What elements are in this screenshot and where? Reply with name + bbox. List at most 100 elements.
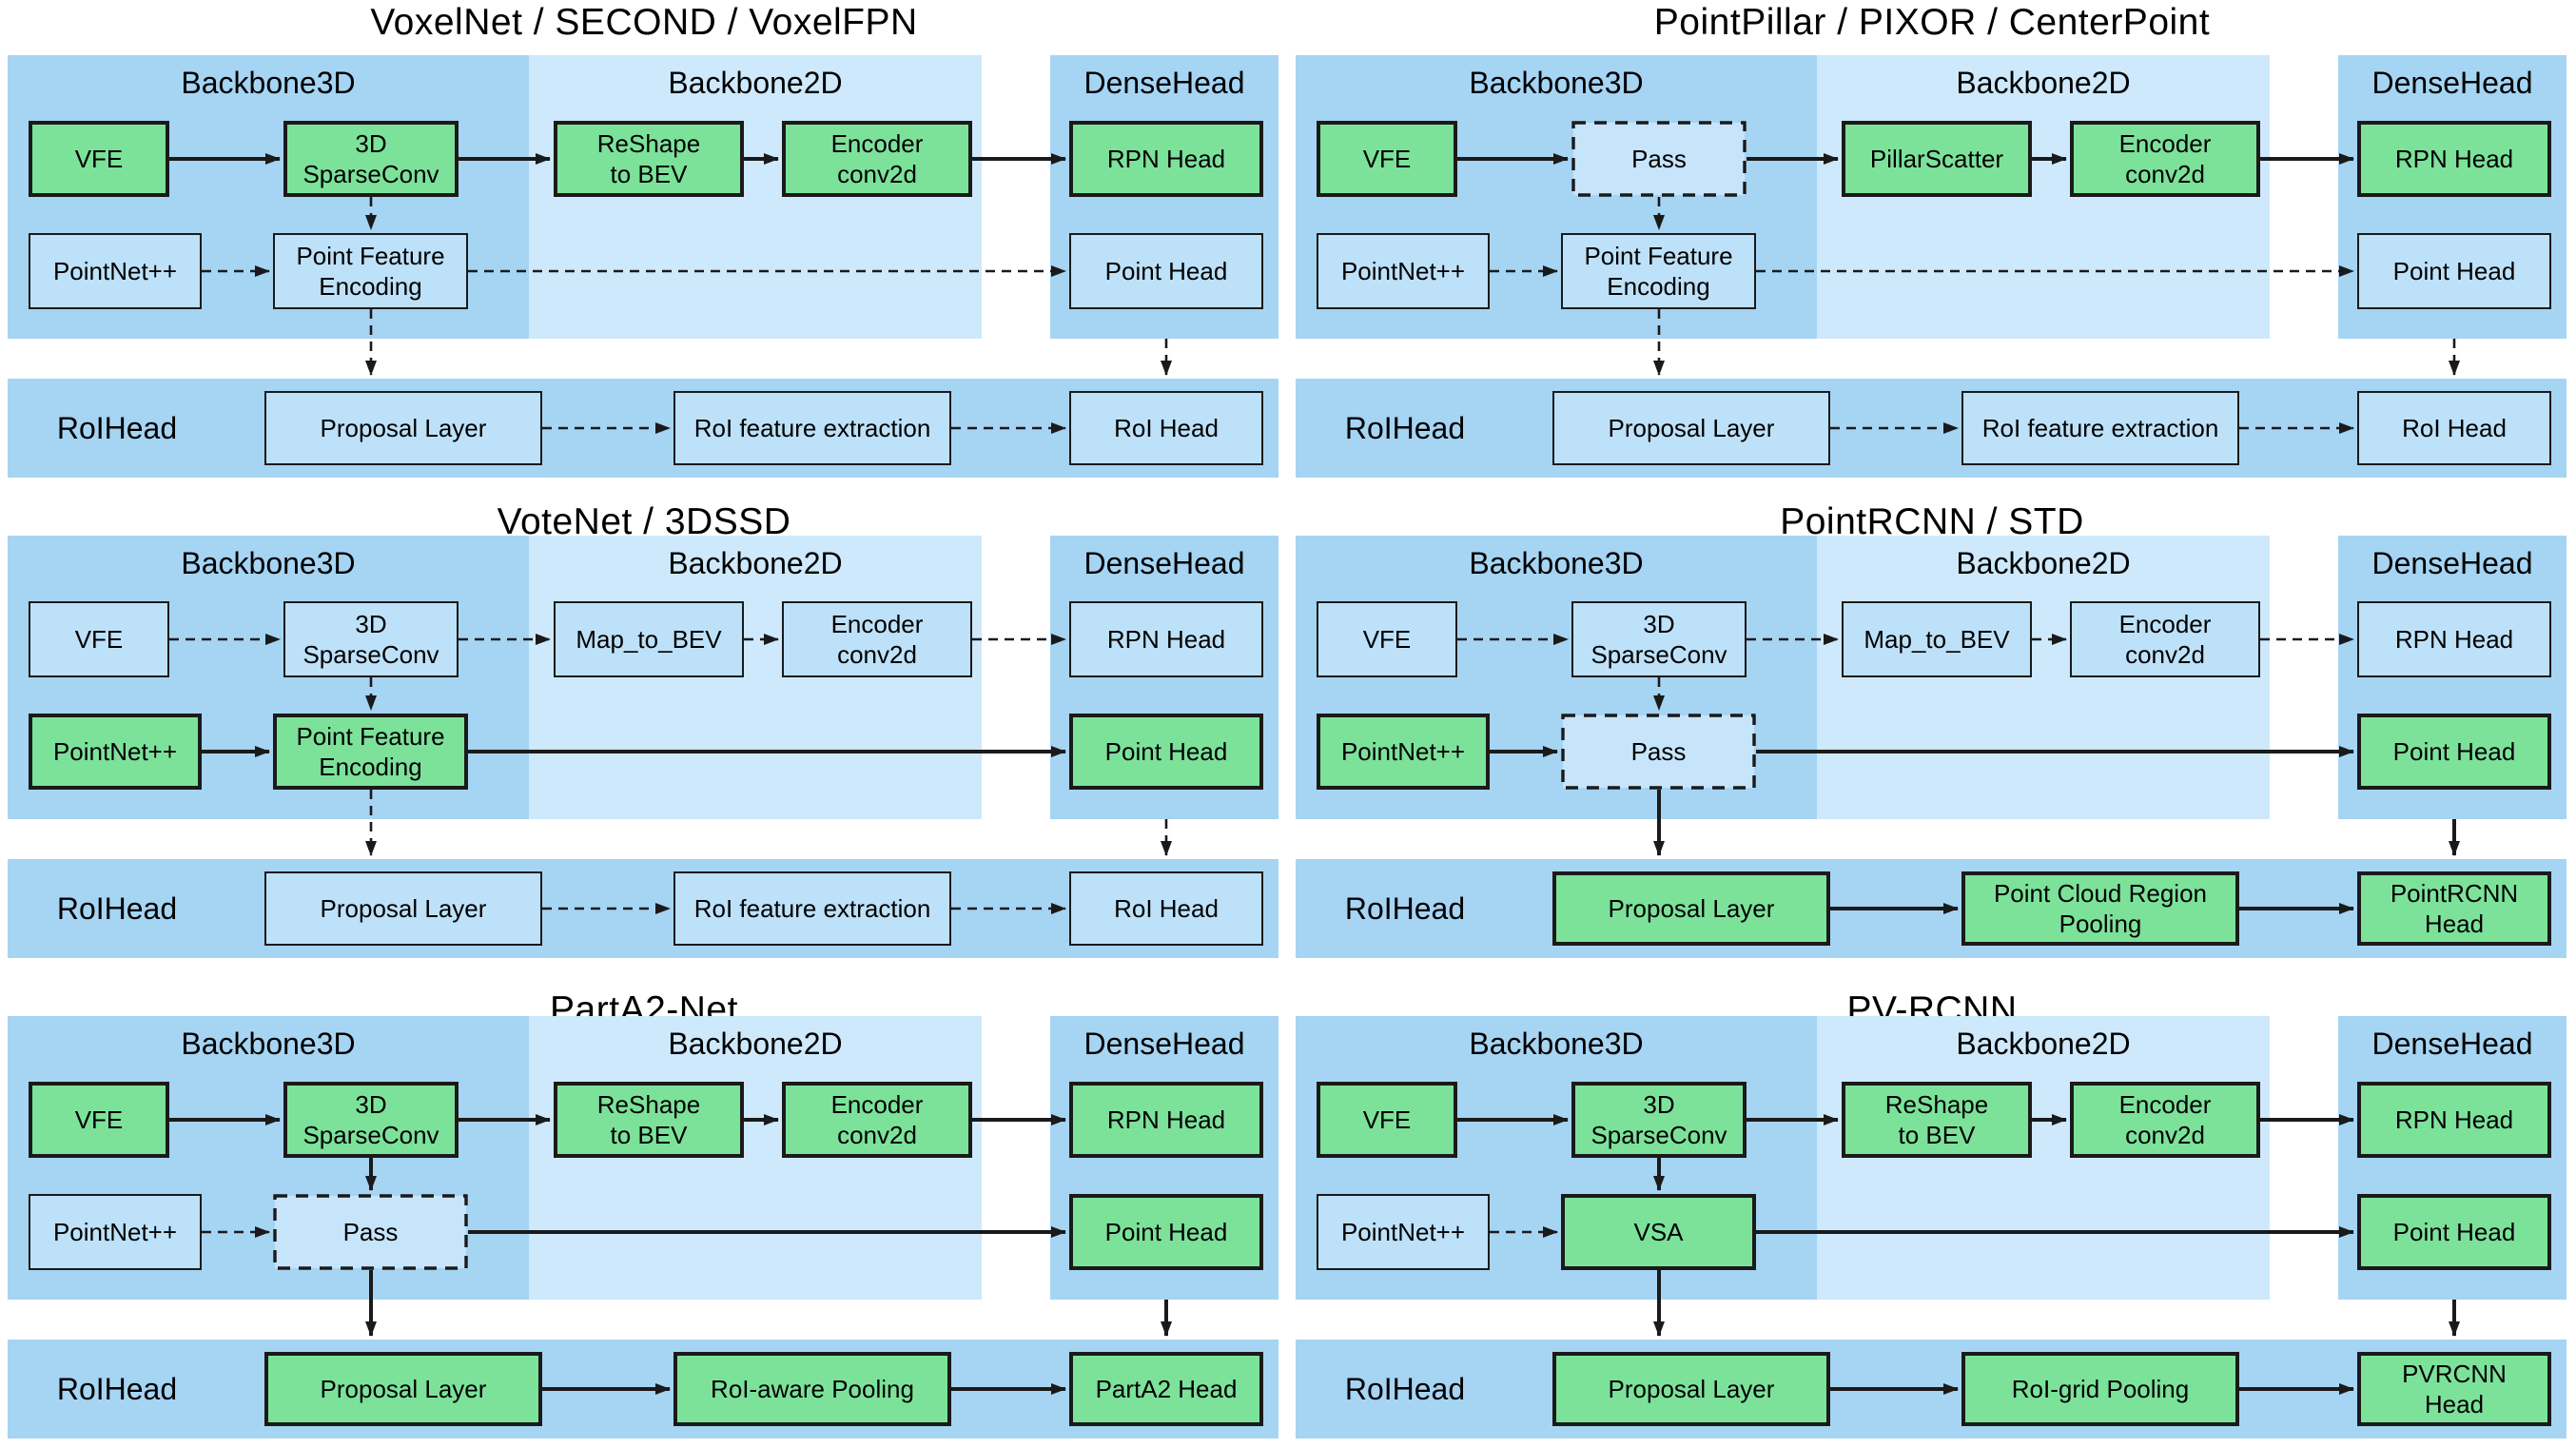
box-point-head: Point Head: [1069, 233, 1263, 309]
box-pointnet: PointNet++: [29, 233, 202, 309]
panel-title: PointRCNN / STD: [1780, 501, 2084, 542]
arrows-layer: [1457, 634, 2460, 914]
box-encoder-conv2d: Encoder conv2d: [782, 1082, 972, 1158]
panel-votenet-3dssd: VoteNet / 3DSSD Backbone3D Backbone2D De…: [0, 480, 1288, 968]
backbone3d-label: Backbone3D: [181, 546, 356, 580]
box-vfe: VFE: [1317, 601, 1457, 677]
roihead-label: RoIHead: [56, 1372, 178, 1406]
backbone3d-label: Backbone3D: [1469, 1027, 1644, 1061]
box-proposal-layer: Proposal Layer: [264, 391, 542, 465]
box-roi-feature-extraction: RoI feature extraction: [673, 391, 951, 465]
backbone2d-label: Backbone2D: [668, 66, 843, 100]
box-proposal-layer: Proposal Layer: [1552, 391, 1830, 465]
pass-box-outline: [1571, 121, 1747, 197]
box-rpn-head: RPN Head: [2357, 601, 2551, 677]
backbone2d-region: [529, 55, 982, 339]
box-pillarscatter: PillarScatter: [1842, 121, 2032, 197]
box-rpn-head: RPN Head: [2357, 121, 2551, 197]
backbone2d-label: Backbone2D: [1956, 1027, 2131, 1061]
box-roi-head: RoI Head: [2357, 391, 2551, 465]
panel-parta2-net: PartA2-Net Backbone3D Backbone2D DenseHe…: [0, 961, 1288, 1448]
box-vsa: VSA: [1561, 1194, 1756, 1270]
box-point-feature-encoding: Point Feature Encoding: [273, 233, 468, 309]
arrows-layer: [169, 1114, 1172, 1395]
box-pointrcnn-head: PointRCNN Head: [2357, 871, 2551, 946]
box-3d-sparseconv: 3D SparseConv: [1571, 601, 1747, 677]
backbone2d-label: Backbone2D: [1956, 66, 2131, 100]
box-3d-sparseconv: 3D SparseConv: [283, 121, 459, 197]
roihead-label: RoIHead: [1344, 411, 1466, 445]
panel-title: PointPillar / PIXOR / CenterPoint: [1653, 2, 2211, 43]
arrows-layer: [1457, 121, 2460, 434]
panel-pointpillar-pixor-centerpoint: PointPillar / PIXOR / CenterPoint Backbo…: [1288, 0, 2576, 487]
densehead-label: DenseHead: [1083, 66, 1245, 100]
arrows-layer: [169, 153, 1172, 434]
box-point-head: Point Head: [2357, 714, 2551, 790]
box-point-head: Point Head: [2357, 233, 2551, 309]
box-roi-feature-extraction: RoI feature extraction: [673, 871, 951, 946]
box-map-to-bev: Map_to_BEV: [1842, 601, 2032, 677]
box-encoder-conv2d: Encoder conv2d: [782, 121, 972, 197]
box-vfe: VFE: [29, 601, 169, 677]
box-vfe: VFE: [1317, 1082, 1457, 1158]
box-point-feature-encoding: Point Feature Encoding: [1561, 233, 1756, 309]
backbone2d-region: [1817, 1016, 2270, 1300]
backbone2d-label: Backbone2D: [668, 1027, 843, 1061]
box-pointnet: PointNet++: [1317, 714, 1490, 790]
box-reshape-to-bev: ReShape to BEV: [1842, 1082, 2032, 1158]
box-roi-head: RoI Head: [1069, 871, 1263, 946]
box-encoder-conv2d: Encoder conv2d: [782, 601, 972, 677]
box-rpn-head: RPN Head: [2357, 1082, 2551, 1158]
roihead-label: RoIHead: [1344, 1372, 1466, 1406]
box-reshape-to-bev: ReShape to BEV: [554, 121, 744, 197]
panel-voxelnet-second-voxelfpn: VoxelNet / SECOND / VoxelFPN Backbone3D …: [0, 0, 1288, 487]
box-pass: Pass: [1630, 736, 1687, 766]
backbone2d-label: Backbone2D: [1956, 546, 2131, 580]
box-pointnet: PointNet++: [29, 1194, 202, 1270]
densehead-label: DenseHead: [1083, 1027, 1245, 1061]
pass-box-outline: [273, 1194, 468, 1270]
box-roi-aware-pooling: RoI-aware Pooling: [673, 1352, 951, 1426]
box-point-head: Point Head: [1069, 714, 1263, 790]
box-proposal-layer: Proposal Layer: [1552, 1352, 1830, 1426]
box-rpn-head: RPN Head: [1069, 601, 1263, 677]
box-encoder-conv2d: Encoder conv2d: [2070, 601, 2260, 677]
densehead-label: DenseHead: [2371, 1027, 2533, 1061]
box-pvrcnn-head: PVRCNN Head: [2357, 1352, 2551, 1426]
densehead-label: DenseHead: [2371, 546, 2533, 580]
box-proposal-layer: Proposal Layer: [264, 1352, 542, 1426]
roihead-label: RoIHead: [56, 411, 178, 445]
roihead-label: RoIHead: [56, 891, 178, 926]
backbone2d-label: Backbone2D: [668, 546, 843, 580]
box-point-head: Point Head: [2357, 1194, 2551, 1270]
box-pointnet: PointNet++: [1317, 233, 1490, 309]
box-map-to-bev: Map_to_BEV: [554, 601, 744, 677]
backbone2d-region: [529, 536, 982, 819]
panel-title: VoxelNet / SECOND / VoxelFPN: [370, 2, 918, 43]
box-proposal-layer: Proposal Layer: [264, 871, 542, 946]
box-encoder-conv2d: Encoder conv2d: [2070, 1082, 2260, 1158]
box-roi-grid-pooling: RoI-grid Pooling: [1961, 1352, 2239, 1426]
box-pass: Pass: [1631, 144, 1687, 173]
arrows-layer: [169, 634, 1172, 914]
box-point-head: Point Head: [1069, 1194, 1263, 1270]
panel-pv-rcnn: PV-RCNN Backbone3D Backbone2D DenseHead …: [1288, 961, 2576, 1448]
box-roi-feature-extraction: RoI feature extraction: [1961, 391, 2239, 465]
box-3d-sparseconv: 3D SparseConv: [1571, 1082, 1747, 1158]
box-point-feature-encoding: Point Feature Encoding: [273, 714, 468, 790]
box-pass: Pass: [342, 1217, 399, 1246]
backbone2d-region: [529, 1016, 982, 1300]
pass-box-outline: [1561, 714, 1756, 790]
box-encoder-conv2d: Encoder conv2d: [2070, 121, 2260, 197]
box-vfe: VFE: [29, 121, 169, 197]
box-vfe: VFE: [29, 1082, 169, 1158]
box-point-cloud-region-pooling: Point Cloud Region Pooling: [1961, 871, 2239, 946]
panel-pointrcnn-std: PointRCNN / STD Backbone3D Backbone2D De…: [1288, 480, 2576, 968]
box-vfe: VFE: [1317, 121, 1457, 197]
panel-title: VoteNet / 3DSSD: [497, 501, 791, 542]
box-proposal-layer: Proposal Layer: [1552, 871, 1830, 946]
backbone2d-region: [1817, 55, 2270, 339]
backbone3d-label: Backbone3D: [181, 1027, 356, 1061]
arrows-layer: [1457, 1114, 2460, 1395]
